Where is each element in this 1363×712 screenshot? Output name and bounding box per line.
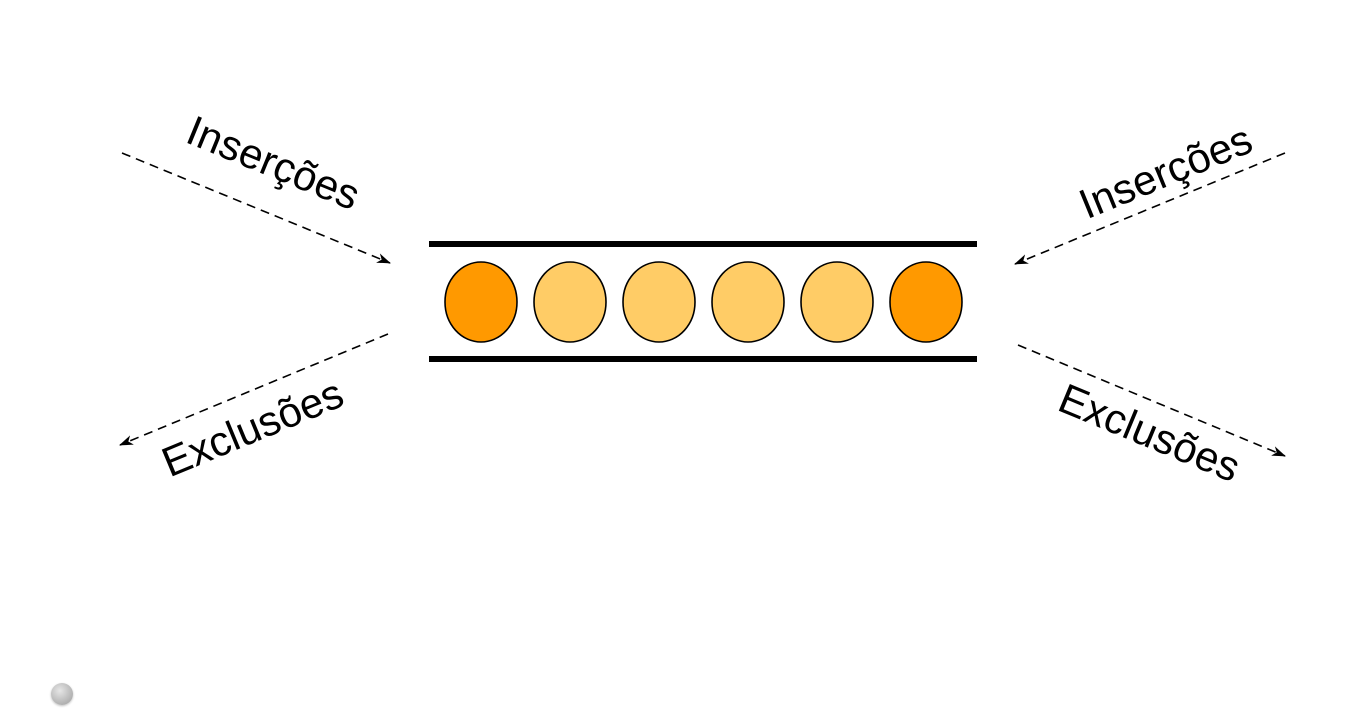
deque-element-1: [444, 261, 518, 343]
deque-element-3: [622, 261, 696, 343]
deque-element-5: [800, 261, 874, 343]
deque-elements: [444, 261, 963, 343]
left-delete-arrow: [119, 333, 389, 446]
right-delete-label: Exclusões: [1052, 374, 1247, 491]
deque-element-6: [889, 261, 963, 343]
left-insert-arrow: [121, 152, 391, 264]
slide-nav-dot[interactable]: [51, 683, 73, 705]
right-insert-arrow: [1014, 152, 1286, 265]
deque-element-2: [533, 261, 607, 343]
left-insert-label: Inserções: [180, 106, 366, 219]
right-delete-arrow: [1017, 344, 1286, 457]
left-delete-label: Exclusões: [155, 369, 350, 486]
right-insert-label: Inserções: [1072, 115, 1258, 228]
deque-element-4: [711, 261, 785, 343]
